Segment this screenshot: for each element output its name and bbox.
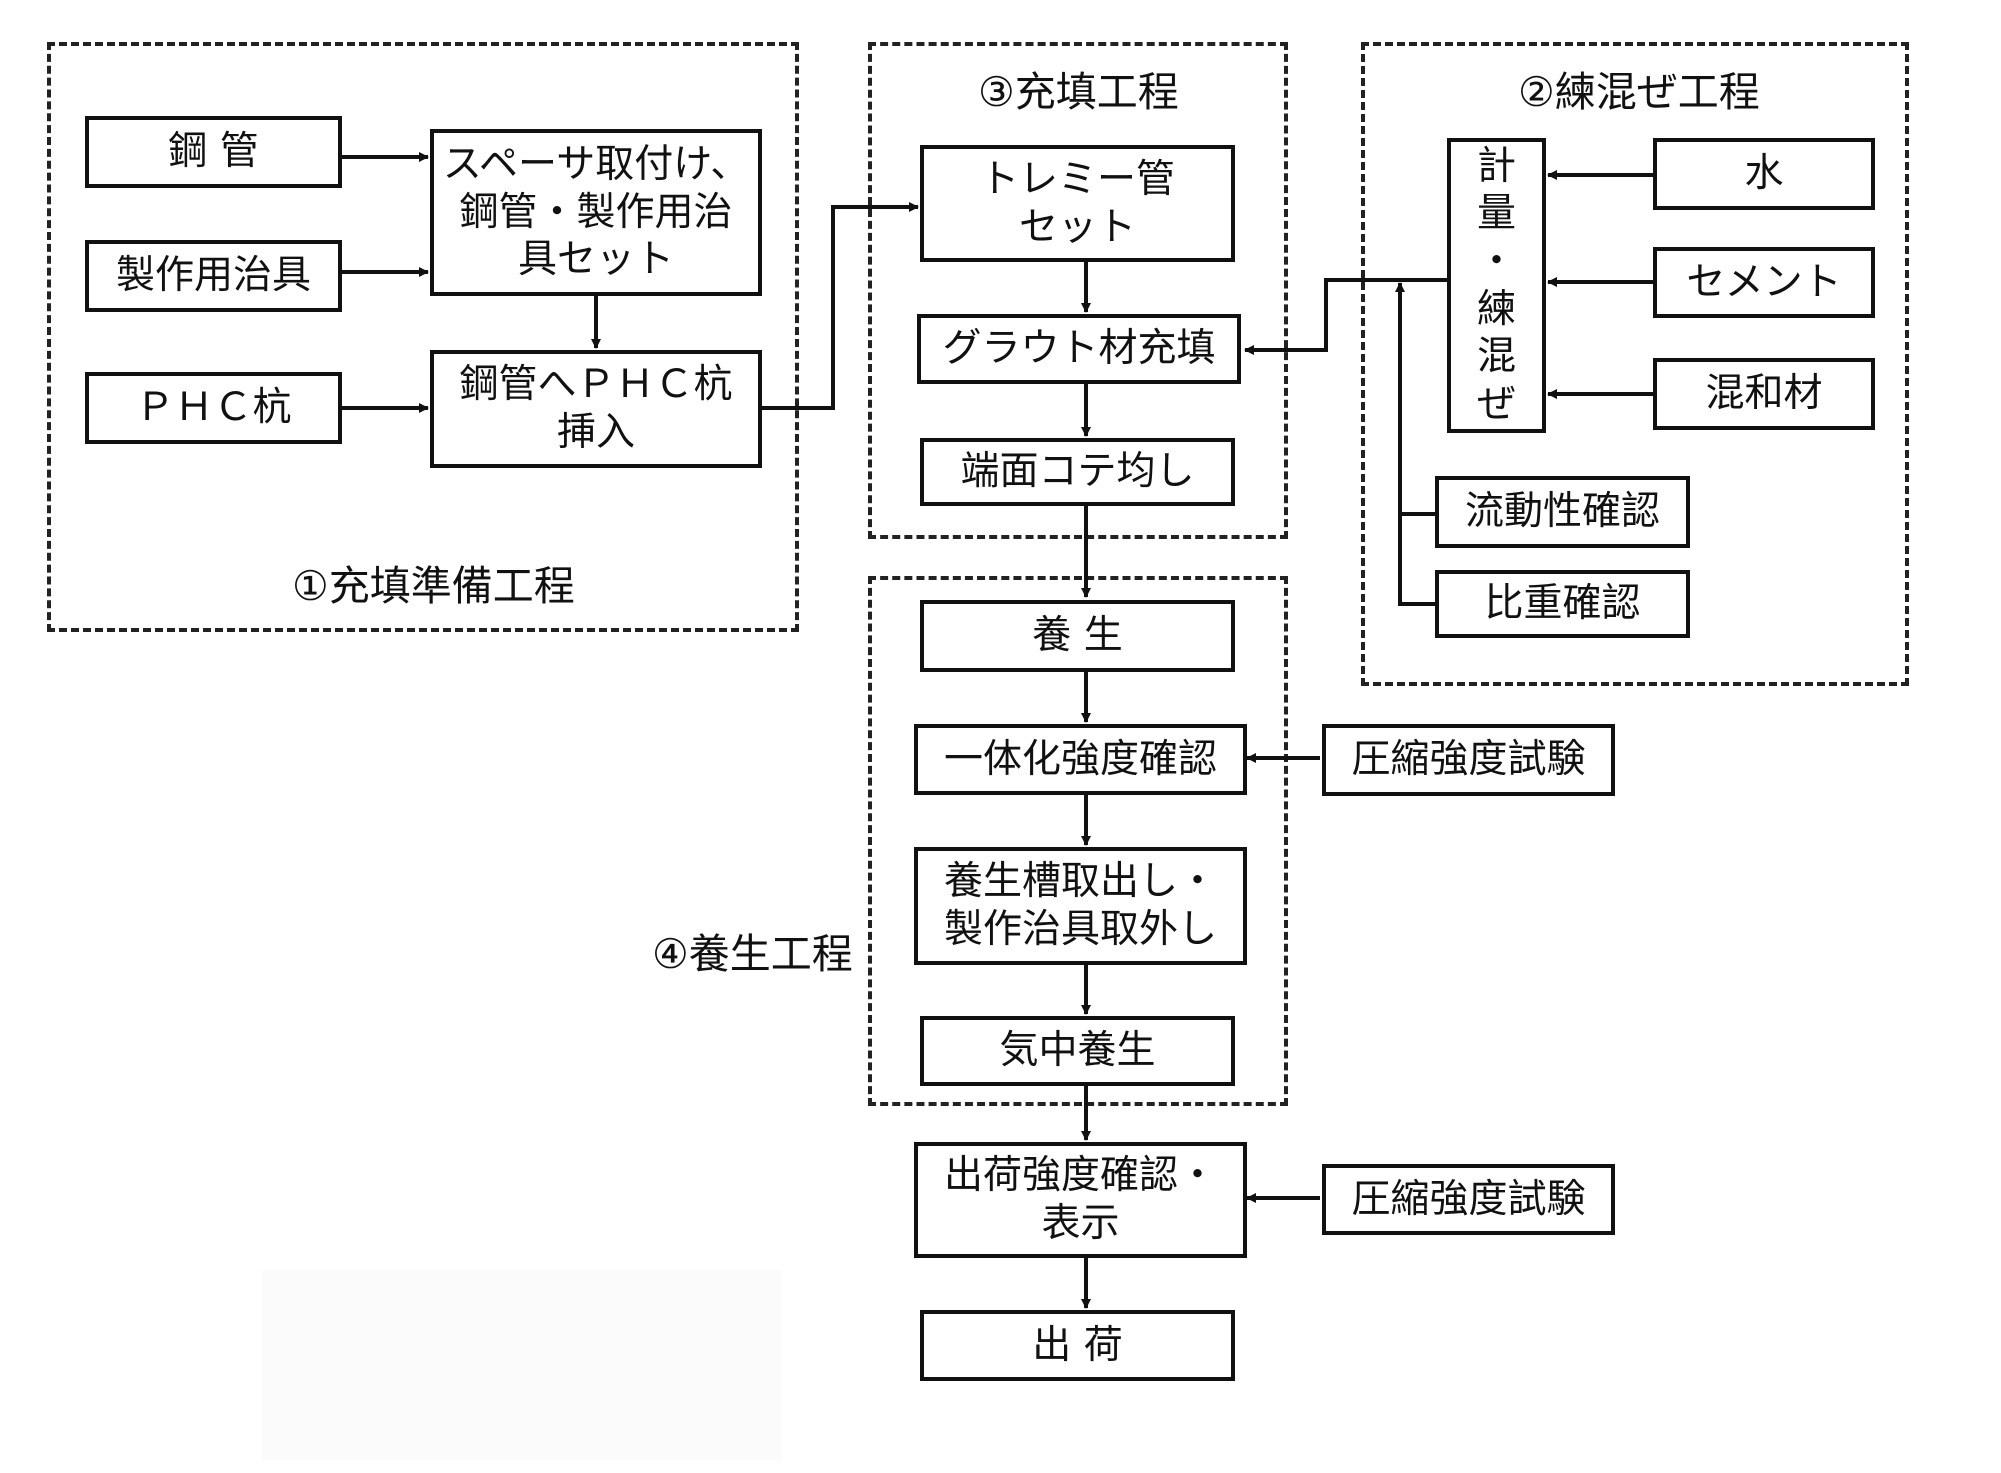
tremie-set-box: トレミー管 セット [920,145,1235,262]
shipping-strength-box: 出荷強度確認・ 表示 [914,1142,1247,1258]
scan-shade [262,1270,782,1460]
shipping-box: 出 荷 [920,1310,1235,1381]
remove-jig-box: 養生槽取出し・ 製作治具取外し [914,847,1247,965]
steel-pipe-box: 鋼 管 [85,116,342,188]
compression-test-box-1: 圧縮強度試験 [1322,724,1615,796]
curing-box: 養 生 [920,600,1235,672]
group-label-cure: ④養生工程 [652,930,853,978]
measure-char: 混 [1476,334,1516,380]
group-mixing [1361,42,1909,686]
cement-box: セメント [1653,247,1875,318]
group-filling [868,42,1288,539]
end-trowel-box: 端面コテ均し [920,438,1235,506]
group-fill-prep [47,42,799,632]
measure-mix-box: 計 量 ・ 練 混 ぜ [1447,138,1546,433]
jig-box: 製作用治具 [85,240,342,312]
measure-char: 計 [1476,143,1516,189]
line-checks-feedback [1398,512,1435,606]
fluidity-check-box: 流動性確認 [1435,476,1690,548]
grout-fill-box: グラウト材充填 [917,314,1241,384]
group-label-prep: ①充填準備工程 [292,562,575,610]
arrow-insert-tremie [760,202,919,410]
phc-pile-box: ＰＨＣ杭 [85,372,342,444]
group-curing [868,576,1288,1106]
measure-char: ぜ [1476,381,1516,427]
arrow-mix-grout [1244,278,1447,355]
insert-phc-box: 鋼管へＰＨＣ杭 挿入 [430,350,762,468]
measure-char: 練 [1476,286,1516,332]
integral-strength-box: 一体化強度確認 [914,724,1247,795]
gravity-check-box: 比重確認 [1435,570,1690,638]
spacer-setup-box: スペーサ取付け、 鋼管・製作用治 具セット [430,129,762,296]
compression-test-box-2: 圧縮強度試験 [1322,1164,1615,1235]
group-label-mix: ②練混ぜ工程 [1518,68,1760,116]
measure-char: ・ [1476,238,1516,284]
air-curing-box: 気中養生 [920,1016,1235,1086]
measure-char: 量 [1476,191,1516,237]
group-label-fill: ③充填工程 [978,68,1179,116]
water-box: 水 [1653,138,1875,210]
admixture-box: 混和材 [1653,358,1875,430]
